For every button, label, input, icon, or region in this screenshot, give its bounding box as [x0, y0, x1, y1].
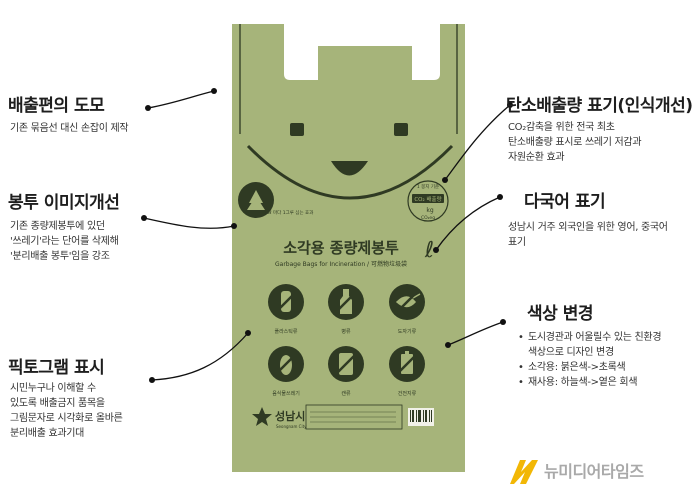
bag-title: 소각용 종량제봉투 [283, 239, 399, 257]
city-emblem [252, 407, 272, 426]
carbon-title: 탄소배출량 표기(인식개선) [506, 96, 692, 116]
barcode [408, 408, 434, 426]
right-eye [394, 123, 408, 136]
color-title: 색상 변경 [527, 304, 593, 324]
pictogram-title: 픽토그램 표시 [8, 358, 105, 378]
co2-badge-top: 1 봉지 기준 [417, 183, 439, 190]
co2-badge-label: CO₂ 배출량 [414, 195, 441, 203]
watermark-text: 뉴미디어타임즈 [544, 462, 644, 481]
image-desc: 기존 종량제봉투에 있던 '쓰레기'라는 단어를 삭제해 '분리배출 봉투'임을… [10, 221, 119, 262]
connector-color [447, 321, 504, 346]
lightning-logo-icon [510, 460, 538, 484]
co2-badge-bottom: CO₂eq [421, 215, 435, 221]
color-bullets: 도시경관과 어울릴수 있는 친환경 색상으로 디자인 변경 소각용: 붉은색->… [518, 330, 662, 390]
connector-pictogram [151, 332, 249, 381]
tree-icon [247, 190, 265, 210]
pictogram-ceramic [389, 284, 425, 320]
smile [331, 161, 368, 176]
pictogram-food [268, 346, 304, 382]
carbon-desc: CO₂감축을 위한 전국 최초 탄소배출량 표시로 쓰레기 저감과 자원순환 효… [508, 122, 642, 163]
city-name: 성남시 [275, 409, 305, 423]
pictogram-label: 음식물쓰레기 [272, 390, 300, 397]
connector-handle [147, 90, 215, 109]
handle-cutout [246, 144, 454, 200]
pictogram-bottle [328, 284, 364, 320]
watermark-logo: 뉴미디어타임즈 [506, 454, 682, 490]
pictogram-label: 건전지류 [398, 390, 417, 397]
co2-badge-unit: kg [426, 207, 433, 214]
bag-subtitle: Garbage Bags for Incineration / 可燃物垃圾袋 [275, 260, 407, 268]
handle-desc: 기존 묶음선 대신 손잡이 제작 [10, 123, 129, 134]
bag-info-box [305, 404, 403, 430]
multilang-desc: 성남시 거주 외국인을 위한 영어, 중국어 표기 [508, 222, 668, 248]
city-sub: Seongnam City [276, 424, 307, 429]
image-title: 봉투 이미지개선 [8, 193, 120, 213]
color-desc: 도시경관과 어울릴수 있는 친환경 색상으로 디자인 변경 소각용: 붉은색->… [518, 330, 662, 390]
co2-badge [407, 180, 449, 222]
color-bullet: 소각용: 붉은색->초록색 [518, 360, 661, 375]
color-bullet: 재사용: 하늘색->옅은 회색 [518, 375, 661, 390]
tree-badge-text: 20ℓ 마다 1그루 심는 효과 [264, 209, 313, 216]
handle-title: 배출편의 도모 [8, 96, 105, 116]
connector-multilang [435, 196, 501, 251]
connector-carbon [444, 104, 511, 181]
pictogram-plastic [268, 284, 304, 320]
pictogram-label: 캔류 [341, 390, 351, 397]
color-bullet: 도시경관과 어울릴수 있는 친환경 색상으로 디자인 변경 [518, 330, 662, 360]
pictogram-label: 도자기류 [398, 328, 417, 335]
pictogram-can [328, 346, 364, 382]
pictogram-label: 플라스틱류 [274, 328, 297, 335]
pictogram-label: 병류 [341, 328, 351, 335]
multilang-title: 다국어 표기 [524, 192, 606, 212]
bag-volume: ℓ [424, 238, 434, 263]
pictogram-battery [389, 346, 425, 382]
connector-image [143, 217, 235, 229]
pictogram-desc: 시민누구나 이해할 수 있도록 배출금지 품목을 그림문자로 시각화로 올바른 … [10, 383, 123, 439]
left-eye [290, 123, 304, 136]
